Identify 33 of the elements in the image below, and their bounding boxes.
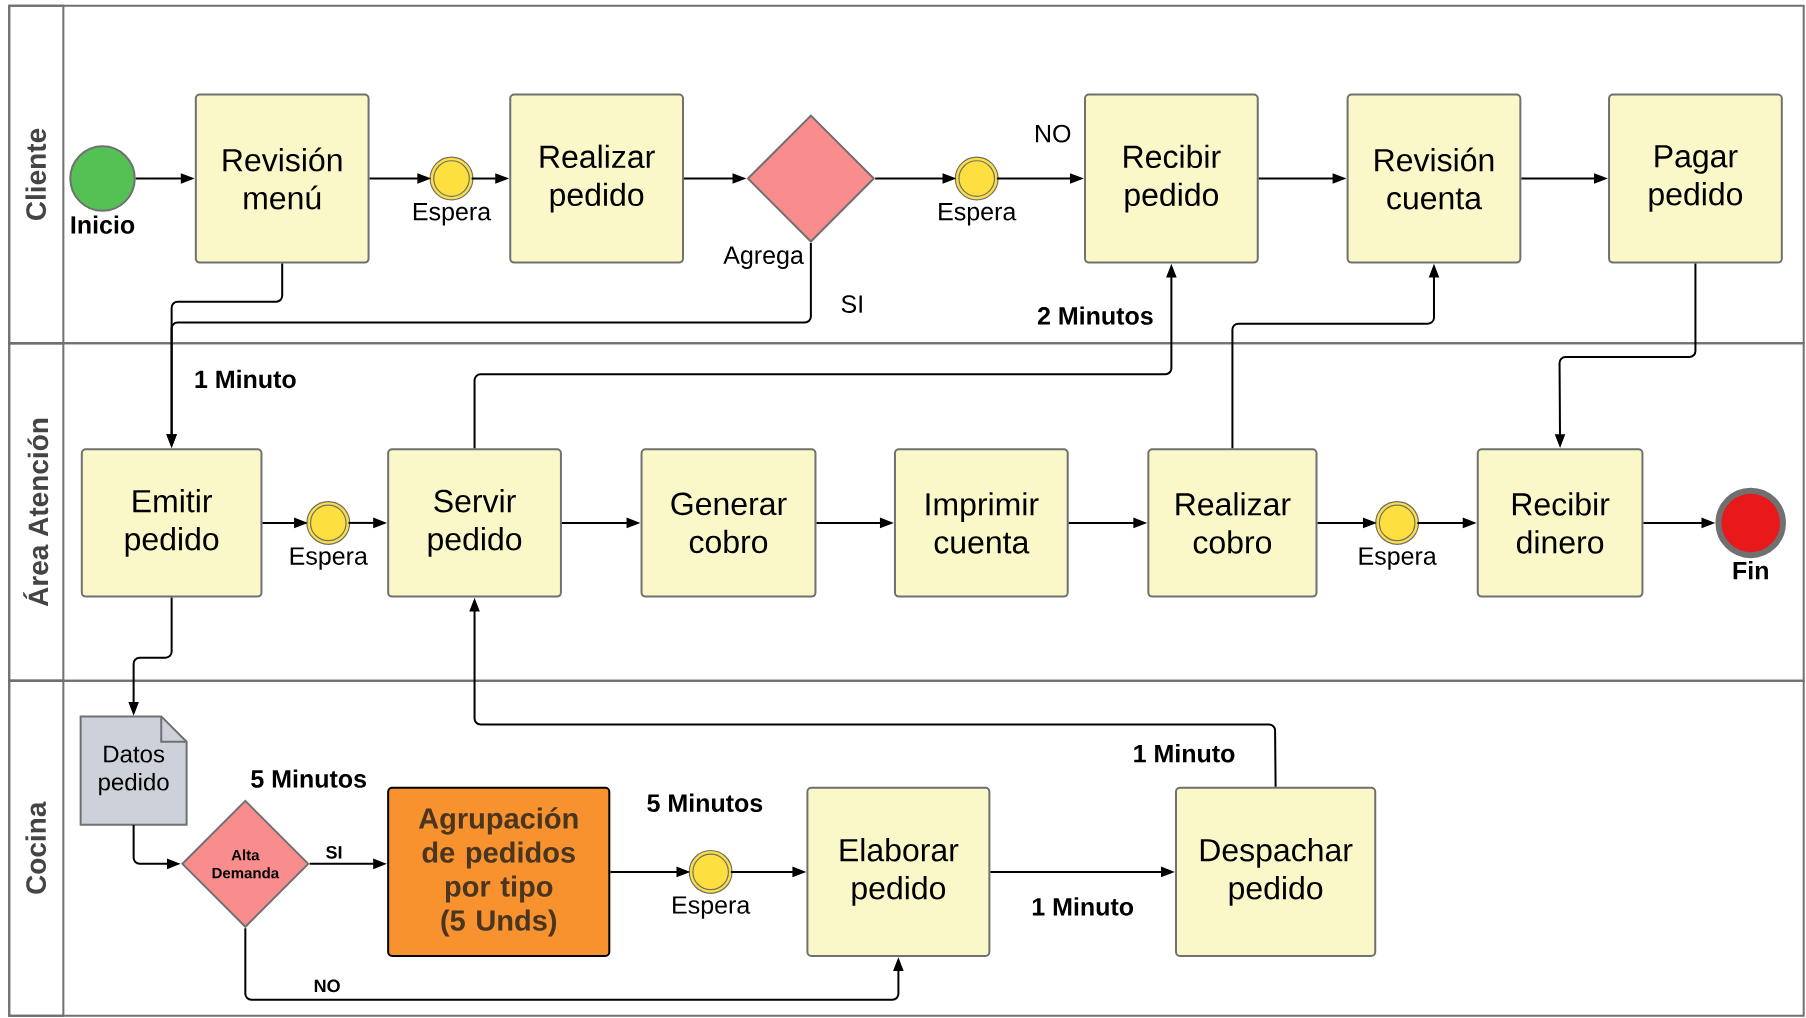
task-box: Emitir pedido (80, 448, 263, 598)
edge-label: 5 Minutos (644, 791, 766, 814)
event-label: Agrega (723, 246, 804, 269)
task-box: Servir pedido (387, 448, 562, 598)
edge-label: SI (838, 293, 867, 315)
grouping-box: Agrupación de pedidos por tipo (5 Unds) (387, 786, 611, 957)
task-box: Revisión cuenta (1346, 93, 1522, 264)
task-box: Imprimir cuenta (893, 448, 1069, 598)
event-label: 5 Minutos (251, 769, 366, 788)
task-box: Recibir pedido (1084, 93, 1259, 264)
event-label: Espera (939, 203, 1017, 226)
event-label: Espera (673, 896, 751, 919)
task-box: Realizar pedido (509, 93, 684, 264)
edge-label: 1 Minuto (191, 367, 299, 391)
task-box: Elaborar pedido (806, 786, 991, 957)
arrow (244, 927, 904, 1001)
edge-label: SI (323, 843, 345, 861)
event-label: Espera (290, 547, 368, 570)
event-label: Inicio (71, 215, 135, 234)
task-box: Despachar pedido (1175, 786, 1377, 957)
event-label: Espera (1359, 547, 1437, 570)
edge-label: NO (311, 977, 343, 995)
task-box: Recibir dinero (1476, 448, 1644, 598)
task-box: Realizar cobro (1147, 448, 1318, 598)
edge-label: NO (1032, 122, 1074, 145)
task-box: Pagar pedido (1608, 93, 1783, 264)
event-label: Fin (1733, 561, 1768, 580)
task-box: Revisión menú (194, 93, 370, 264)
event-label: Espera (413, 203, 492, 226)
task-box: Generar cobro (640, 448, 817, 598)
edge-label: 2 Minutos (1035, 304, 1156, 327)
edge-label: 1 Minuto (1029, 895, 1137, 918)
edge-label: 1 Minuto (1130, 742, 1238, 765)
